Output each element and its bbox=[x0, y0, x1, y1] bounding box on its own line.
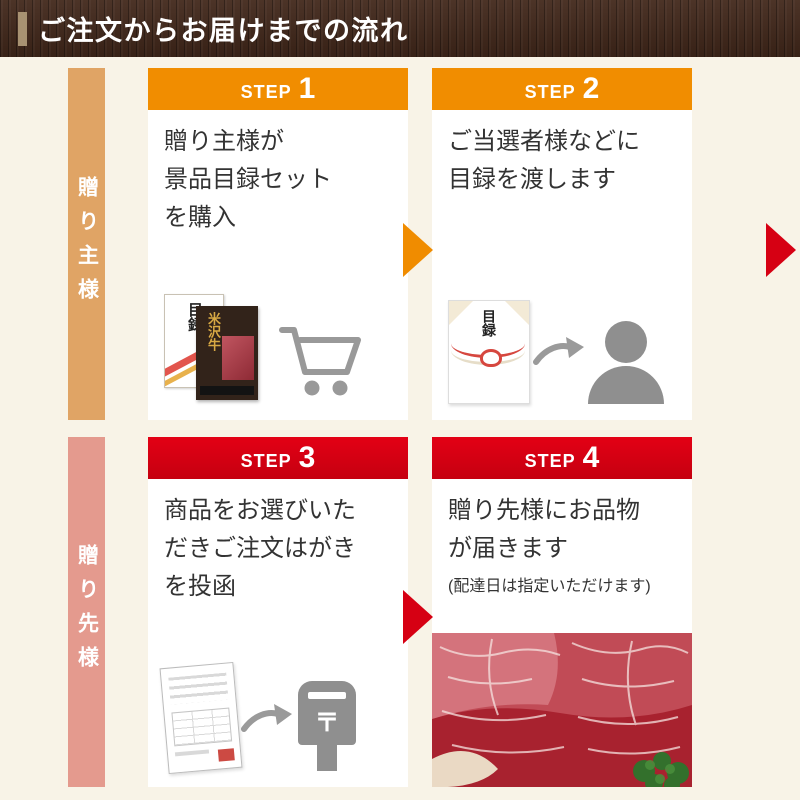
step-3-body: 商品をお選びいた だきご注文はがき を投函 〒 bbox=[148, 479, 408, 787]
arrow-step1-to-step2-icon bbox=[403, 223, 433, 277]
step-2-number: 2 bbox=[582, 72, 600, 105]
step-1-header: STEP 1 bbox=[148, 68, 408, 110]
header: ご注文からお届けまでの流れ bbox=[0, 0, 800, 57]
beef-photo bbox=[432, 633, 692, 787]
step-card-2: STEP 2 ご当選者様などに 目録を渡します 目録 bbox=[432, 68, 692, 420]
postbox-body-icon: 〒 bbox=[298, 681, 356, 745]
postbox-leg-icon bbox=[317, 745, 337, 771]
envelope-fold-icon bbox=[505, 301, 529, 325]
envelope-label: 目録 bbox=[481, 309, 497, 337]
step-2-text: ご当選者様などに 目録を渡します bbox=[448, 128, 640, 193]
recipient-person-icon bbox=[588, 321, 664, 404]
person-body-icon bbox=[588, 366, 664, 404]
catalog-envelope-icon: 目録 bbox=[448, 300, 530, 404]
step-1-word: STEP bbox=[240, 81, 292, 102]
postbox-slot-icon bbox=[308, 692, 346, 699]
step-3-header: STEP 3 bbox=[148, 437, 408, 479]
arrow-step3-to-step4-icon bbox=[403, 590, 433, 644]
catalog-front-cover-icon: 米沢牛 bbox=[196, 306, 258, 400]
catalog-set-icon: 目録 米沢牛 bbox=[164, 294, 264, 404]
catalog-front-label: 米沢牛 bbox=[206, 312, 221, 351]
order-postcard-icon bbox=[159, 661, 243, 775]
step-3-text: 商品をお選びいた だきご注文はがき を投函 bbox=[164, 497, 356, 600]
post-arrow-icon bbox=[241, 704, 292, 732]
side-label-recipient: 贈り先様 bbox=[68, 437, 105, 787]
mizuhiki-bow-icon bbox=[480, 349, 502, 367]
hand-over-arrow-icon bbox=[533, 337, 584, 365]
step-2-word: STEP bbox=[524, 81, 576, 102]
step-card-1: STEP 1 贈り主様が 景品目録セット を購入 目録 米沢牛 bbox=[148, 68, 408, 420]
person-head-icon bbox=[605, 321, 647, 363]
step-1-illustration: 目録 米沢牛 bbox=[164, 294, 398, 404]
step-card-3: STEP 3 商品をお選びいた だきご注文はがき を投函 bbox=[148, 437, 408, 787]
postcard-line-icon bbox=[174, 749, 210, 757]
side-label-sender-text: 贈り主様 bbox=[75, 176, 99, 312]
catalog-photo-icon bbox=[222, 336, 254, 380]
postcard-text-lines-icon bbox=[168, 672, 229, 705]
step-3-number: 3 bbox=[298, 441, 316, 474]
step-1-text: 贈り主様が 景品目録セット を購入 bbox=[164, 128, 332, 231]
step-4-word: STEP bbox=[524, 450, 576, 471]
postbox-icon: 〒 bbox=[298, 681, 356, 771]
side-label-sender: 贈り主様 bbox=[68, 68, 105, 420]
step-2-header: STEP 2 bbox=[432, 68, 692, 110]
step-4-note: (配達日は指定いただけます) bbox=[448, 577, 651, 595]
postbox-mark: 〒 bbox=[314, 709, 340, 737]
header-accent-bar bbox=[18, 11, 27, 46]
step-1-number: 1 bbox=[298, 72, 316, 105]
arrow-step2-next-icon bbox=[766, 223, 796, 277]
step-2-illustration: 目録 bbox=[448, 300, 682, 404]
step-2-body: ご当選者様などに 目録を渡します 目録 bbox=[432, 110, 692, 420]
side-label-recipient-text: 贈り先様 bbox=[75, 544, 99, 680]
step-3-word: STEP bbox=[240, 450, 292, 471]
step-3-illustration: 〒 bbox=[159, 661, 398, 775]
step-card-4: STEP 4 贈り先様にお品物 が届きます (配達日は指定いただけます) bbox=[432, 437, 692, 787]
step-4-number: 4 bbox=[582, 441, 600, 474]
postcard-stamp-icon bbox=[217, 748, 235, 762]
postcard-table-icon bbox=[171, 707, 233, 747]
step-4-body: 贈り先様にお品物 が届きます (配達日は指定いただけます) bbox=[432, 479, 692, 787]
catalog-band-icon bbox=[200, 386, 254, 395]
step-1-body: 贈り主様が 景品目録セット を購入 目録 米沢牛 bbox=[148, 110, 408, 420]
shopping-cart-icon bbox=[279, 327, 361, 396]
envelope-fold-icon bbox=[449, 301, 473, 325]
page-title: ご注文からお届けまでの流れ bbox=[38, 16, 409, 46]
step-4-text: 贈り先様にお品物 が届きます bbox=[448, 497, 640, 562]
step-4-header: STEP 4 bbox=[432, 437, 692, 479]
